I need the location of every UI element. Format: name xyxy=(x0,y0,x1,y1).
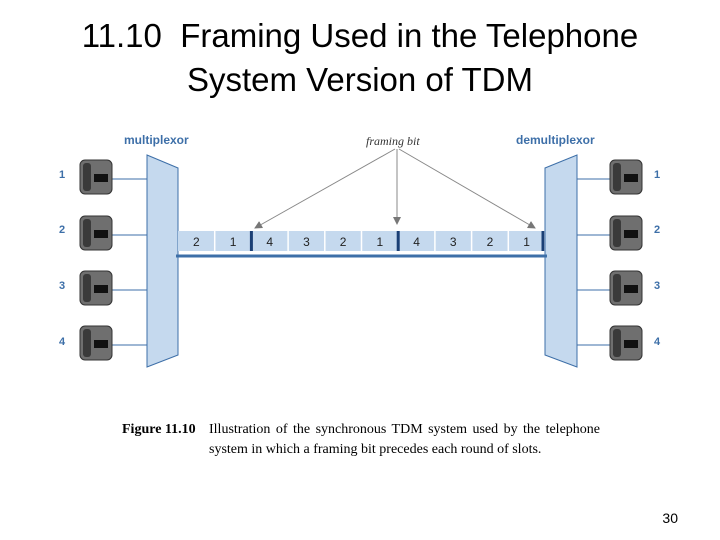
tdm-diagram: multiplexor demultiplexor framing bit 2 1… xyxy=(59,133,661,368)
telephone-icon xyxy=(609,270,643,306)
output-phone-number-1: 1 xyxy=(654,169,660,181)
slide-title: 11.10 Framing Used in the Telephone Syst… xyxy=(0,14,720,102)
title-line-2: System Version of TDM xyxy=(186,61,533,98)
telephone-icon xyxy=(79,159,113,195)
page-number: 30 xyxy=(662,510,678,526)
output-phone-4 xyxy=(609,325,643,361)
figure-caption-text: Illustration of the synchronous TDM syst… xyxy=(209,422,600,457)
framing-bit-label: framing bit xyxy=(366,134,420,148)
output-phone-number-2: 2 xyxy=(654,224,660,236)
slot-label: 1 xyxy=(377,235,384,249)
title-line-1: 11.10 Framing Used in the Telephone xyxy=(81,17,639,54)
telephone-icon xyxy=(609,215,643,251)
slot-label: 4 xyxy=(413,235,420,249)
figure-caption: Figure 11.10 Illustration of the synchro… xyxy=(122,420,600,459)
telephone-icon xyxy=(609,325,643,361)
multiplexor-label: multiplexor xyxy=(124,133,189,147)
output-phone-number-3: 3 xyxy=(654,280,660,292)
telephone-icon xyxy=(79,270,113,306)
input-phone-4 xyxy=(79,325,113,361)
slot-label: 2 xyxy=(193,235,200,249)
input-phone-1 xyxy=(79,159,113,195)
slot-label: 1 xyxy=(523,235,530,249)
slot-layer: 2 1 4 3 2 1 4 3 2 1 xyxy=(193,231,545,251)
demultiplexor-label: demultiplexor xyxy=(516,133,595,147)
demultiplexor-shape xyxy=(544,154,578,368)
slot-label: 2 xyxy=(487,235,494,249)
input-phone-number-2: 2 xyxy=(59,224,65,236)
input-phone-3 xyxy=(79,270,113,306)
input-wires xyxy=(112,178,147,346)
output-phone-2 xyxy=(609,215,643,251)
slot-label: 3 xyxy=(450,235,457,249)
input-phone-number-4: 4 xyxy=(59,336,66,348)
multiplexor-shape xyxy=(146,154,179,368)
output-phone-number-4: 4 xyxy=(654,336,661,348)
framing-bit-arrows xyxy=(254,148,536,229)
output-phone-3 xyxy=(609,270,643,306)
telephone-icon xyxy=(79,325,113,361)
figure-label: Figure 11.10 xyxy=(122,422,196,437)
input-phone-2 xyxy=(79,215,113,251)
slot-label: 1 xyxy=(230,235,237,249)
telephone-icon xyxy=(609,159,643,195)
output-wires xyxy=(577,178,610,346)
output-phone-1 xyxy=(609,159,643,195)
input-phone-number-3: 3 xyxy=(59,280,65,292)
slot-label: 2 xyxy=(340,235,347,249)
slot-label: 3 xyxy=(303,235,310,249)
input-phone-number-1: 1 xyxy=(59,169,65,181)
slot-label: 4 xyxy=(266,235,273,249)
telephone-icon xyxy=(79,215,113,251)
